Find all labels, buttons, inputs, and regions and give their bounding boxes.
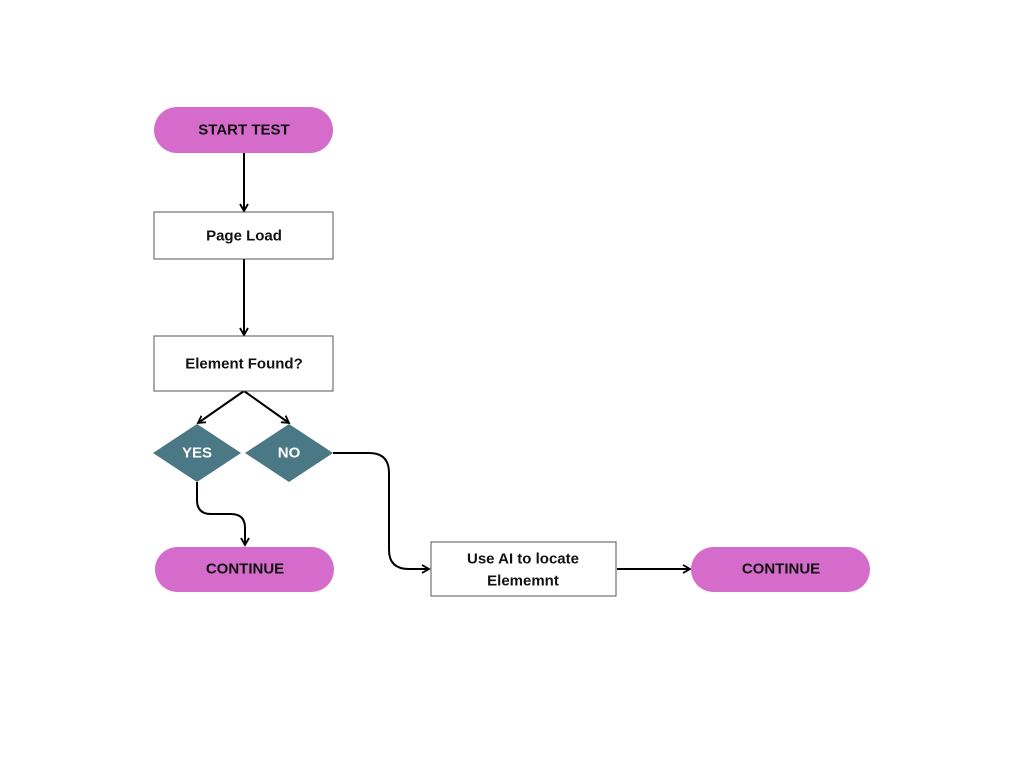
connector-yes-to-continue — [196, 482, 250, 547]
yes-label: YES — [182, 445, 212, 462]
use-ai-label-line2: Elememnt — [487, 573, 559, 590]
yes-decision-node: YES — [153, 424, 241, 482]
no-label: NO — [278, 445, 301, 462]
use-ai-node: Use AI to locate Elememnt — [430, 541, 617, 597]
continue-right-shape — [691, 547, 870, 592]
no-diamond — [245, 424, 333, 482]
use-ai-box — [430, 541, 617, 597]
connector-element-found-to-yes — [196, 390, 245, 425]
page-load-box — [153, 211, 334, 260]
start-test-label: START TEST — [198, 122, 289, 139]
element-found-node: Element Found? — [153, 335, 334, 392]
yes-diamond — [153, 424, 241, 482]
continue-left-shape — [155, 547, 334, 592]
element-found-label: Element Found? — [185, 356, 303, 373]
element-found-box — [153, 335, 334, 392]
start-test-node: START TEST — [154, 107, 333, 153]
use-ai-label-line1: Use AI to locate — [467, 551, 579, 568]
continue-left-label: CONTINUE — [206, 561, 284, 578]
page-load-node: Page Load — [153, 211, 334, 260]
page-load-label: Page Load — [206, 228, 282, 245]
continue-left-node: CONTINUE — [155, 547, 334, 592]
connector-no-to-use-ai — [333, 452, 431, 574]
start-test-shape — [154, 107, 333, 153]
continue-right-label: CONTINUE — [742, 561, 820, 578]
connector-element-found-to-no — [243, 390, 291, 425]
no-decision-node: NO — [245, 424, 333, 482]
continue-right-node: CONTINUE — [691, 547, 870, 592]
